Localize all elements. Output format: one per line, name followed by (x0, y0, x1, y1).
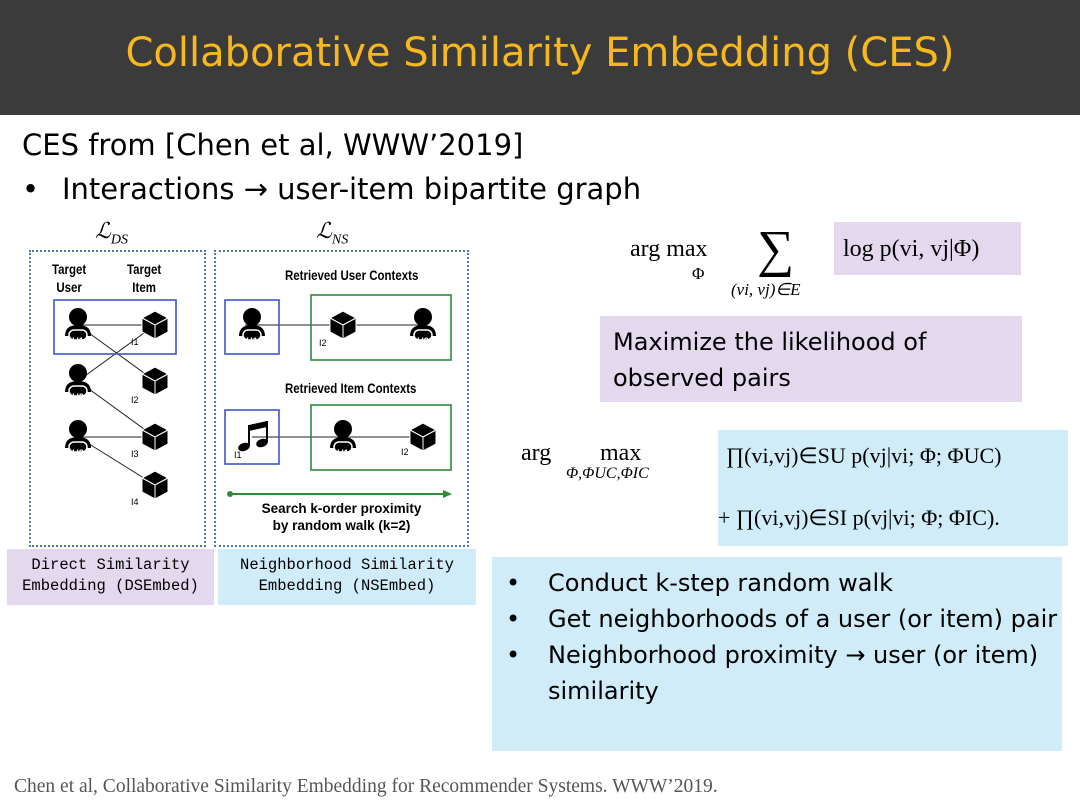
slide-title: Collaborative Similarity Embedding (CES) (125, 30, 955, 76)
u2-label: U2 (72, 392, 84, 402)
source-line: CES from [Chen et al, WWW’2019] (22, 128, 524, 162)
u3-label: U3 (72, 448, 84, 458)
target-item-label: Target Item (127, 261, 162, 295)
formula1-argmax-sub: Φ (692, 264, 705, 283)
loss-ns-label: ℒNS (316, 218, 349, 248)
i1-label: I1 (131, 337, 139, 347)
ns-u1b-label: U1 (337, 448, 349, 458)
ns-panel (214, 250, 469, 547)
ns-u2-label: U2 (417, 336, 429, 346)
u1-label: U1 (72, 336, 84, 346)
ds-caption: Direct Similarity Embedding (DSEmbed) (7, 549, 214, 605)
citation-footer: Chen et al, Collaborative Similarity Emb… (14, 776, 718, 797)
ds-item-i4-icon (141, 470, 169, 500)
formula1-sum-sub: (vi, vj)∈E (731, 280, 801, 299)
target-pair-box (53, 299, 177, 355)
ns-i2-label: I2 (319, 338, 327, 348)
header-bar: Collaborative Similarity Embedding (CES) (0, 0, 1080, 115)
formula2-line1: ∏(vi,vj)∈SU p(vj|vi; Φ; ΦUC) (726, 443, 1002, 468)
ds-item-i3-icon (141, 422, 169, 452)
formula2-arg: arg (521, 440, 552, 466)
note1-box (600, 316, 1022, 402)
loss-ds-label: ℒDS (95, 218, 128, 248)
ns-user-target-box (224, 299, 280, 355)
ns-i1-label: I1 (234, 450, 242, 460)
bullet-item: Conduct k-step random walk (494, 565, 1060, 601)
ns-item-target-box (224, 409, 280, 465)
bullet-item: Get neighborhoods of a user (or item) pa… (494, 601, 1060, 637)
ds-panel (29, 250, 206, 547)
ns-item-i2-icon (329, 310, 357, 340)
intro-bullet: •Interactions → user-item bipartite grap… (22, 172, 642, 206)
intro-bullet-text: Interactions → user-item bipartite graph (62, 172, 642, 206)
item-context-box (310, 404, 452, 471)
sum-symbol: ∑ (757, 221, 795, 278)
i4-label: I4 (131, 497, 139, 507)
target-user-label: Target User (52, 261, 87, 295)
formula2-max: max (600, 440, 642, 466)
formula2-line2: + ∏(vi,vj)∈SI p(vj|vi; Φ; ΦIC). (718, 505, 1000, 530)
formula1-term: log p(vi, vj|Φ) (843, 236, 980, 262)
retrieved-user-label: Retrieved User Contexts (285, 267, 419, 283)
formula2-highlight (718, 430, 1068, 546)
random-walk-caption: Search k-order proximity by random walk … (261, 501, 422, 533)
i2-label: I2 (131, 395, 139, 405)
formula1-argmax: arg max (630, 236, 708, 262)
bullet-item: Neighborhood proximity → user (or item) … (494, 637, 1060, 709)
note1-text: Maximize the likelihood of observed pair… (613, 328, 927, 392)
ns-item-i2b-icon (409, 422, 437, 452)
user-context-box (310, 294, 452, 361)
bullet-list: Conduct k-step random walk Get neighborh… (494, 565, 1060, 709)
music-note-icon (238, 421, 268, 452)
formula1-highlight (834, 222, 1021, 275)
ns-i2b-label: I2 (401, 447, 409, 457)
formula2-max-sub: Φ,ΦUC,ΦIC (566, 465, 649, 482)
ns-u1-label: U1 (246, 336, 258, 346)
ns-caption: Neighborhood Similarity Embedding (NSEmb… (218, 549, 476, 605)
ds-item-i1-icon (141, 310, 169, 340)
ds-edges (77, 324, 156, 486)
retrieved-item-label: Retrieved Item Contexts (285, 380, 417, 396)
ds-item-i2-icon (141, 366, 169, 396)
i3-label: I3 (131, 449, 139, 459)
